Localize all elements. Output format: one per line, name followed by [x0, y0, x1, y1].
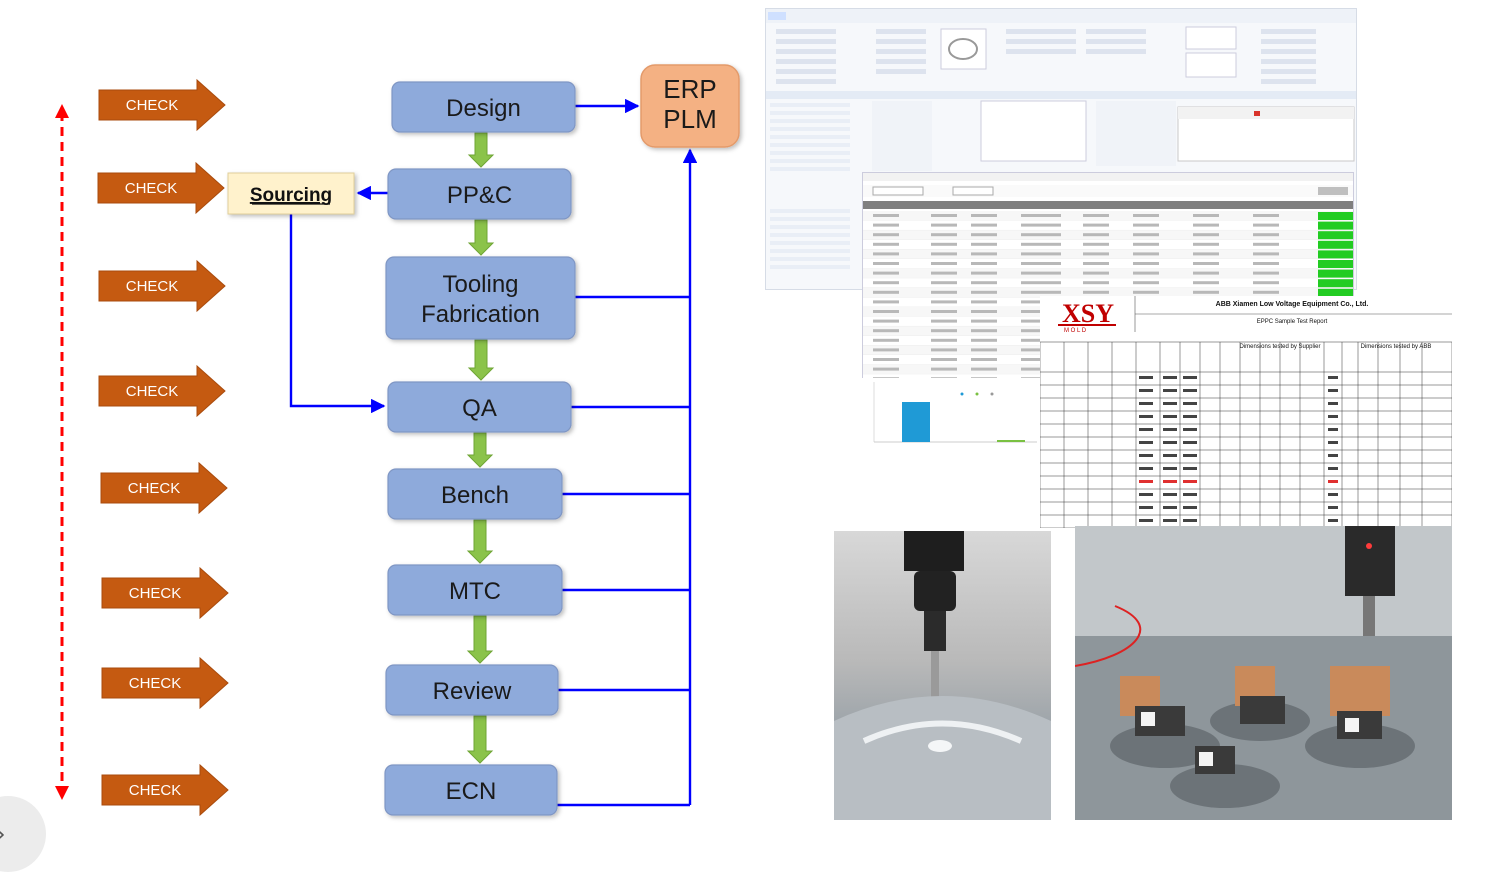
step-label-bench: Bench — [441, 482, 509, 509]
flow-arrow-down — [466, 519, 494, 564]
sourcing-label: Sourcing — [250, 185, 332, 206]
step-label-tooling: Tooling — [442, 271, 518, 298]
timeline-arrow — [55, 104, 69, 800]
sample-test-report: XSY M O L D ABB Xiamen Low Voltage Equip… — [1040, 296, 1452, 528]
check-label: CHECK — [129, 782, 182, 799]
step-label-tooling: Fabrication — [421, 301, 540, 328]
check-arrow: CHECK — [98, 364, 226, 418]
check-label: CHECK — [125, 180, 178, 197]
step-qa: QA — [387, 381, 572, 433]
check-arrow: CHECK — [98, 259, 226, 313]
flow-arrow-down — [466, 715, 494, 764]
flow-arrow-down — [466, 432, 494, 468]
step-ecn: ECN — [384, 764, 558, 816]
xsy-logo: XSY — [1062, 299, 1114, 328]
step-bench: Bench — [387, 468, 563, 520]
flow-arrow-down — [466, 615, 494, 664]
logo-subtitle: M O L D — [1064, 328, 1087, 334]
step-ppc: PP&C — [387, 168, 572, 220]
step-label-design: Design — [446, 95, 521, 122]
step-label-mtc: MTC — [449, 578, 501, 605]
step-label-ecn: ECN — [446, 778, 497, 805]
check-label: CHECK — [126, 278, 179, 295]
step-label-review: Review — [433, 678, 512, 705]
step-review: Review — [385, 664, 559, 716]
check-arrow: CHECK — [101, 763, 229, 817]
cmm-probe-photo — [834, 531, 1051, 820]
step-label-ppc: PP&C — [447, 182, 512, 209]
connectors — [289, 98, 698, 807]
report-company: ABB Xiamen Low Voltage Equipment Co., Lt… — [1216, 301, 1369, 308]
step-mtc: MTC — [387, 564, 563, 616]
check-arrows: CHECK CHECK CHECK CHECK CHECK CHECK CHECK CHECK — [97, 78, 229, 817]
check-arrow: CHECK — [101, 656, 229, 710]
step-label-qa: QA — [462, 395, 497, 422]
fixture-inspection-photo — [1075, 526, 1452, 820]
check-arrow: CHECK — [98, 78, 226, 132]
timeline-down-arrowhead — [55, 786, 69, 800]
flow-arrow-down — [467, 132, 495, 168]
flow-arrow-down — [467, 339, 495, 381]
sourcing-to-qa-connector — [289, 214, 386, 414]
flow-arrows — [466, 132, 495, 764]
timeline-up-arrowhead — [55, 104, 69, 118]
chevron-right-icon[interactable]: › — [0, 820, 6, 848]
check-arrow: CHECK — [97, 161, 225, 215]
check-arrow: CHECK — [101, 566, 229, 620]
step-design: Design — [391, 81, 576, 133]
check-label: CHECK — [129, 585, 182, 602]
check-label: CHECK — [126, 97, 179, 114]
check-label: CHECK — [126, 383, 179, 400]
cnc-bar-chart-thumbnail — [862, 378, 1040, 454]
check-arrow: CHECK — [100, 461, 228, 515]
sourcing-box: Sourcing — [227, 172, 355, 215]
abb-header: Dimensions tested by ABB — [1361, 344, 1432, 350]
flow-arrow-down — [467, 219, 495, 256]
check-label: CHECK — [128, 480, 181, 497]
report-title: EPPC Sample Test Report — [1257, 319, 1328, 325]
check-label: CHECK — [129, 675, 182, 692]
